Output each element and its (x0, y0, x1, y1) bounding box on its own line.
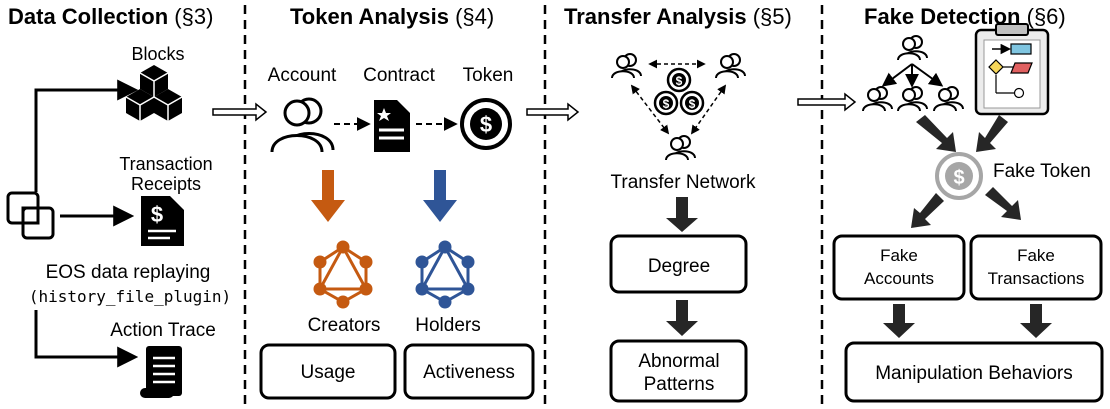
hollow-arrow (797, 92, 857, 112)
hierarchy-to-fake-arrow (916, 115, 956, 152)
blocks-label: Blocks (131, 44, 184, 64)
arrow-to-trace (34, 310, 139, 368)
fake-token-label: Fake Token (993, 161, 1091, 182)
contract-icon (374, 100, 410, 152)
abnormal-patterns-box (609, 339, 748, 403)
receipt-icon: $ (141, 196, 184, 246)
activeness-box (403, 343, 535, 400)
hierarchy-icon (862, 35, 964, 112)
receipts-label-line2: Receipts (131, 174, 201, 194)
fake-accounts-box (832, 234, 966, 301)
manipulation-label: Manipulation Behaviors (875, 363, 1073, 384)
usage-label: Usage (301, 362, 356, 383)
holders-label: Holders (415, 315, 480, 336)
arrow-to-blocks (34, 79, 139, 192)
section-title-fake-detection: Fake Detection (§6) (864, 4, 1066, 29)
degree-label: Degree (648, 256, 710, 277)
plugin-label: (history_file_plugin) (29, 287, 231, 306)
svg-text:$: $ (151, 202, 163, 227)
receipts-label-line1: Transaction (119, 154, 212, 174)
svg-text:$: $ (689, 97, 696, 111)
creators-arrow (311, 170, 345, 222)
hollow-arrow (212, 102, 268, 122)
transactions-to-behaviors-arrow (1020, 304, 1052, 338)
fake-transactions-line1: Fake (1017, 246, 1055, 265)
fake-accounts-line1: Fake (880, 246, 918, 265)
fake-token-icon: $ (935, 152, 983, 200)
holders-graph-icon (415, 240, 475, 309)
token-label: Token (463, 65, 514, 86)
account-icon (270, 97, 335, 153)
fake-to-accounts-arrow (911, 193, 944, 228)
token-coin-icon: $ (460, 98, 512, 150)
blocks-icon (125, 65, 183, 121)
section-title-data-collection: Data Collection (§3) (8, 4, 213, 29)
fake-transactions-box (969, 234, 1103, 301)
svg-text:$: $ (676, 74, 683, 88)
creators-graph-icon (313, 240, 373, 309)
transfer-network-icon: $ $ $ (611, 53, 746, 161)
clipboard-icon (974, 23, 1050, 116)
degree-box (609, 234, 748, 294)
section-title-transfer-analysis: Transfer Analysis (§5) (564, 4, 792, 29)
contract-label: Contract (363, 65, 436, 86)
hollow-arrow (526, 102, 580, 122)
fake-transactions-line2: Transactions (988, 269, 1085, 288)
holders-arrow (423, 170, 457, 222)
section-title-token-analysis: Token Analysis (§4) (290, 4, 494, 29)
account-label: Account (268, 65, 337, 86)
degree-to-patterns-arrow (666, 300, 698, 336)
abnormal-label-line1: Abnormal (638, 351, 719, 372)
fake-to-transactions-arrow (985, 187, 1021, 220)
clipboard-to-fake-arrow (976, 115, 1008, 152)
svg-text:$: $ (663, 97, 670, 111)
svg-text:$: $ (480, 112, 492, 137)
usage-box (259, 343, 397, 400)
trace-label: Action Trace (110, 320, 216, 341)
replay-label: EOS data replaying (46, 262, 211, 283)
scroll-icon (140, 346, 182, 398)
accounts-to-behaviors-arrow (883, 304, 915, 338)
transfer-network-label: Transfer Network (611, 172, 756, 193)
eos-replay-icon (6, 191, 55, 240)
creators-label: Creators (308, 315, 381, 336)
svg-text:$: $ (953, 167, 964, 189)
manipulation-box (844, 341, 1104, 403)
abnormal-label-line2: Patterns (644, 374, 715, 395)
activeness-label: Activeness (423, 362, 515, 383)
fake-accounts-line2: Accounts (864, 269, 934, 288)
network-to-degree-arrow (666, 197, 698, 232)
